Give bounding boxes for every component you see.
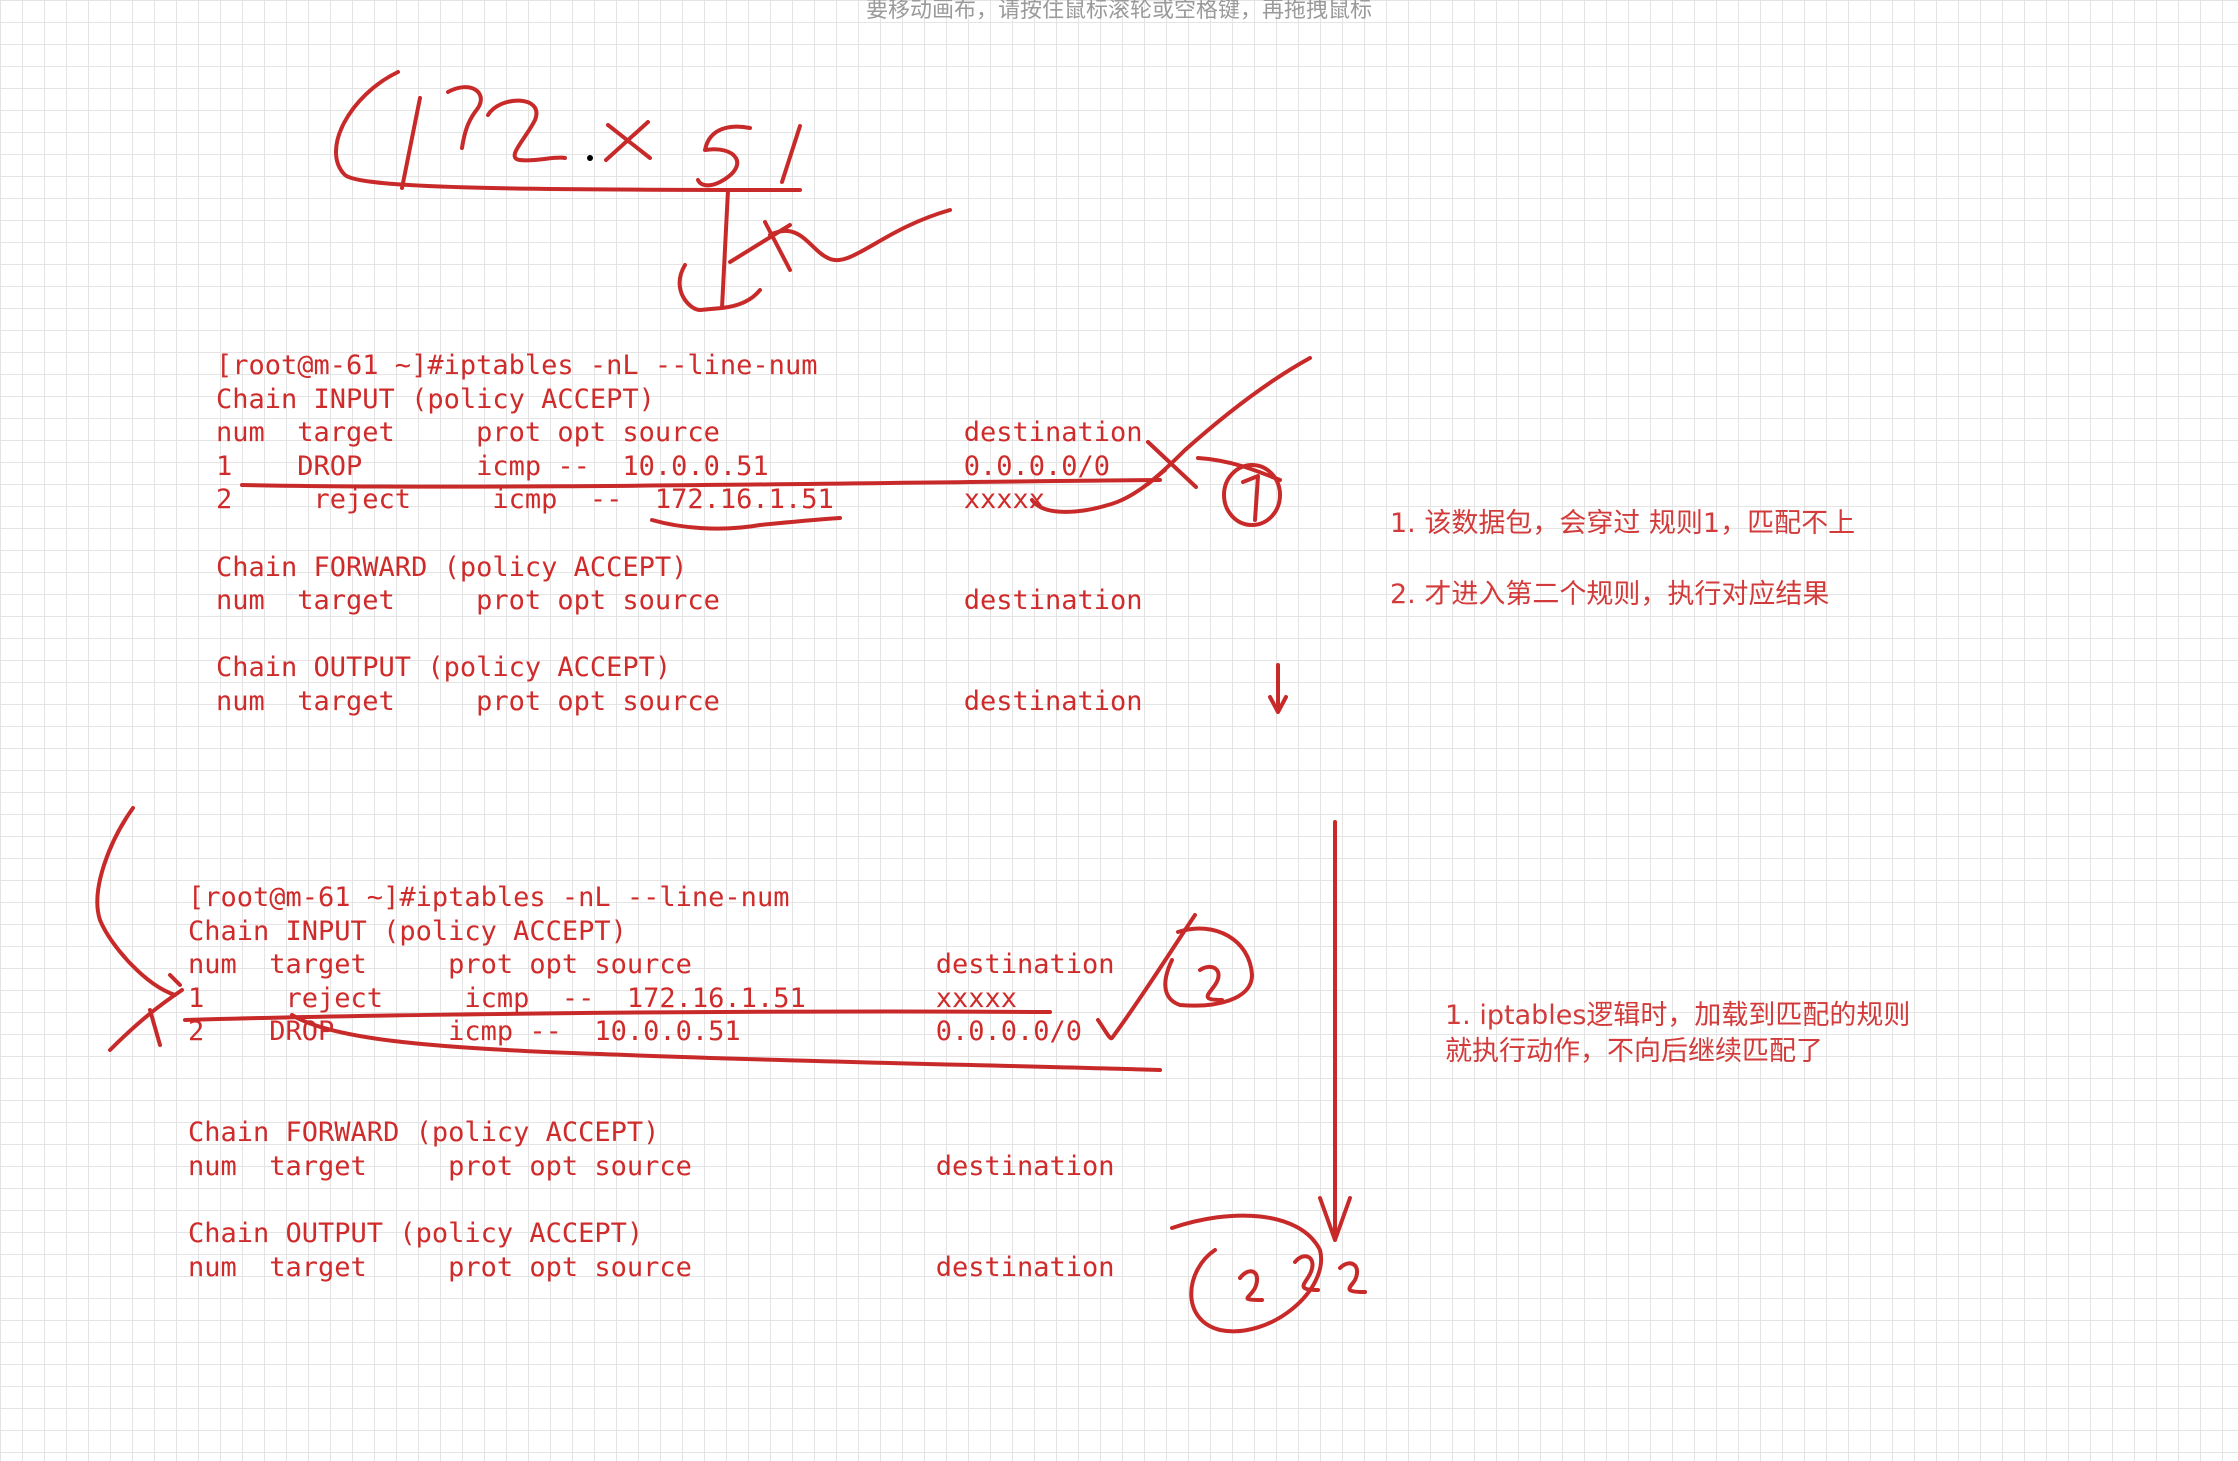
chain-input-title: Chain INPUT (policy ACCEPT) bbox=[216, 383, 655, 415]
chain-forward-header: num target prot opt source destination bbox=[188, 1150, 1115, 1182]
chain-forward-title: Chain FORWARD (policy ACCEPT) bbox=[188, 1117, 660, 1149]
canvas-hint: 要移动画布，请按住鼠标滚轮或空格键，再拖拽鼠标 bbox=[865, 0, 1372, 23]
terminal-prompt: [root@m-61 ~]#iptables -nL --line-num bbox=[188, 882, 790, 913]
note-line: 就执行动作，不向后继续匹配了 bbox=[1445, 1036, 1823, 1067]
note-line: 1. 该数据包，会穿过 规则1，匹配不上 bbox=[1390, 508, 1856, 539]
annotation-note-2: 1. iptables逻辑时，加载到匹配的规则 就执行动作，不向后继续匹配了 bbox=[1445, 998, 1910, 1070]
annotation-note-1: 1. 该数据包，会穿过 规则1，匹配不上 2. 才进入第二个规则，执行对应结果 bbox=[1390, 506, 1855, 613]
terminal-prompt: [root@m-61 ~]#iptables -nL --line-num bbox=[216, 350, 818, 381]
rule-row-2: 2 reject icmp -- 172.16.1.51 xxxxx bbox=[216, 484, 1046, 516]
chain-output-header: num target prot opt source destination bbox=[216, 685, 1143, 717]
chain-input-header: num target prot opt source destination bbox=[216, 417, 1143, 449]
rule-row-1: 1 DROP icmp -- 10.0.0.51 0.0.0.0/0 bbox=[216, 450, 1111, 482]
note-line: 2. 才进入第二个规则，执行对应结果 bbox=[1390, 579, 1830, 610]
handwritten-ip-note bbox=[334, 70, 952, 312]
chain-input-header: num target prot opt source destination bbox=[188, 949, 1115, 981]
chain-output-title: Chain OUTPUT (policy ACCEPT) bbox=[216, 652, 672, 684]
chain-output-header: num target prot opt source destination bbox=[188, 1251, 1115, 1283]
rule-row-2: 2 DROP icmp -- 10.0.0.51 0.0.0.0/0 bbox=[188, 1016, 1083, 1048]
rule-row-1: 1 reject icmp -- 172.16.1.51 xxxxx bbox=[188, 982, 1018, 1014]
chain-forward-title: Chain FORWARD (policy ACCEPT) bbox=[216, 551, 688, 583]
chain-input-title: Chain INPUT (policy ACCEPT) bbox=[188, 915, 627, 947]
chain-forward-header: num target prot opt source destination bbox=[216, 585, 1143, 617]
chain-output-title: Chain OUTPUT (policy ACCEPT) bbox=[188, 1217, 644, 1249]
note-line: 1. iptables逻辑时，加载到匹配的规则 bbox=[1445, 1000, 1911, 1031]
